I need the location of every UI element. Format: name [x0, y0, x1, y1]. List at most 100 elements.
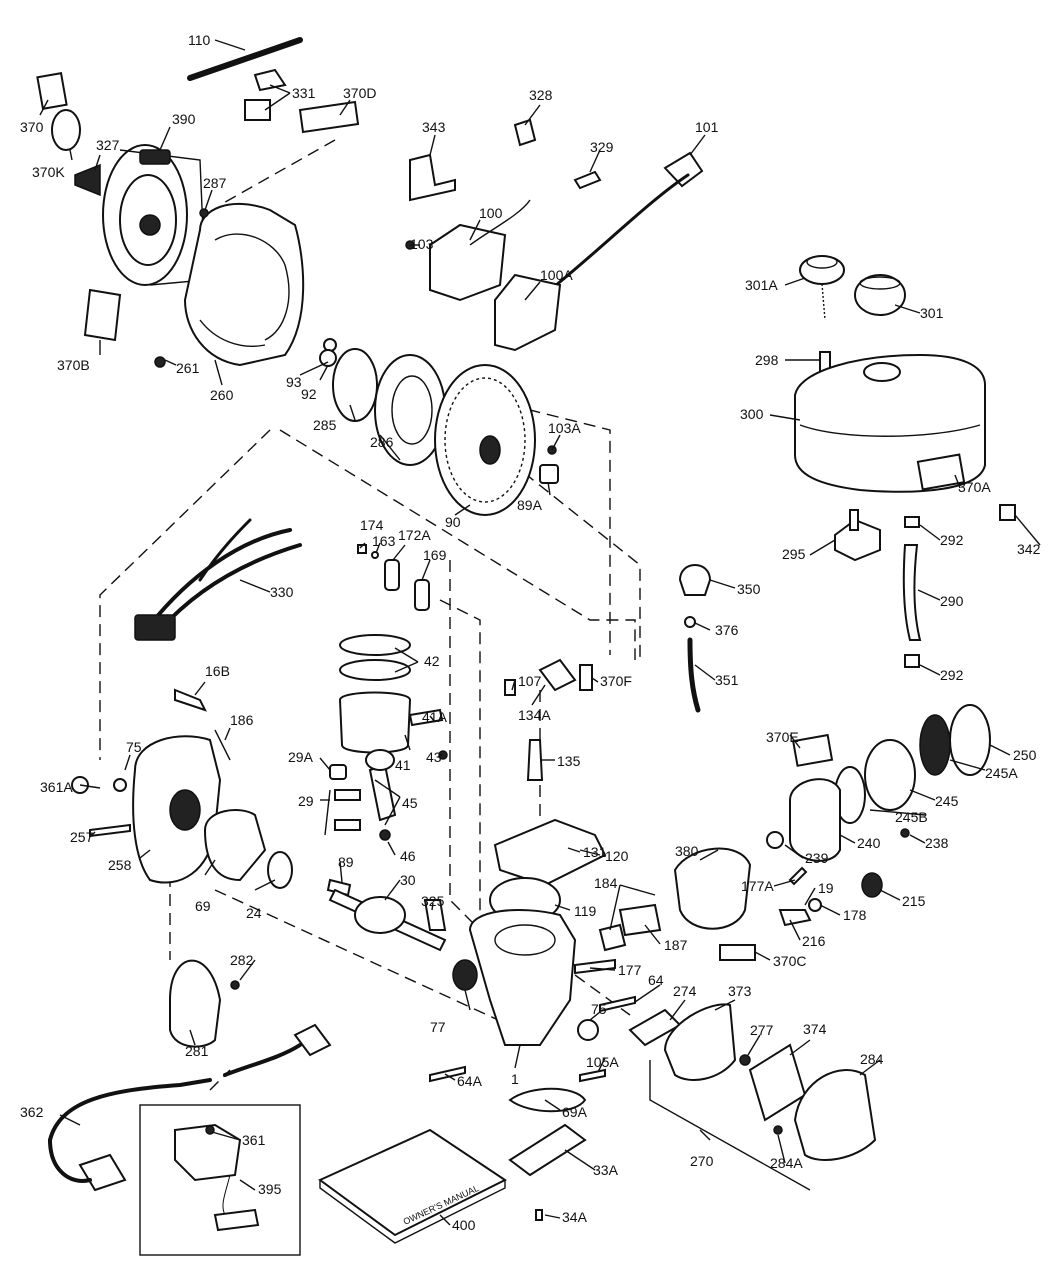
screw-46	[379, 829, 391, 841]
label-101: 101	[695, 119, 719, 135]
cap-301A	[799, 255, 845, 285]
switch-331	[253, 68, 287, 92]
label-328: 328	[529, 87, 553, 103]
muffler-shield-373	[663, 1003, 737, 1081]
label-174: 174	[360, 517, 384, 533]
washer-92	[319, 349, 337, 367]
carburetor-380	[673, 847, 752, 930]
label-69: 69	[195, 898, 211, 914]
label-330: 330	[270, 584, 294, 600]
label-75-left: 75	[126, 739, 142, 755]
label-325: 325	[421, 893, 445, 909]
bearing-29	[334, 789, 361, 831]
muffler-group	[628, 1003, 877, 1191]
ring-42-top	[339, 634, 411, 656]
label-351: 351	[715, 672, 739, 688]
label-287: 287	[203, 175, 227, 191]
label-16B: 16B	[205, 663, 230, 679]
label-238: 238	[925, 835, 949, 851]
label-343: 343	[422, 119, 446, 135]
label-250: 250	[1013, 747, 1037, 763]
label-77: 77	[430, 1019, 446, 1035]
fuel-tank-group	[794, 255, 1016, 668]
label-290: 290	[940, 593, 964, 609]
decal-370C	[719, 944, 756, 961]
link-216	[778, 909, 812, 927]
label-177A: 177A	[741, 878, 774, 894]
insulator-184	[598, 923, 627, 952]
label-29A: 29A	[288, 749, 314, 765]
switch-395	[213, 1208, 260, 1232]
air-cleaner-base-240	[789, 778, 841, 862]
decal-370A	[916, 453, 966, 491]
clamp-292-top	[904, 516, 920, 528]
label-103A: 103A	[548, 420, 581, 436]
bracket-325	[423, 899, 447, 931]
wire-harness-330	[134, 518, 302, 641]
label-45: 45	[402, 795, 418, 811]
label-92: 92	[301, 386, 317, 402]
label-270: 270	[690, 1153, 714, 1169]
crankcase-cover-group	[71, 688, 293, 889]
label-370K: 370K	[32, 164, 65, 180]
label-277: 277	[750, 1022, 774, 1038]
label-298: 298	[755, 352, 779, 368]
cylinder-block-1	[468, 909, 577, 1046]
label-163: 163	[372, 533, 396, 549]
label-89: 89	[338, 854, 354, 870]
muffler-guard-284	[793, 1069, 877, 1161]
seal-75	[113, 778, 127, 792]
label-292-bottom: 292	[940, 667, 964, 683]
label-295: 295	[782, 546, 806, 562]
label-329: 329	[590, 139, 614, 155]
label-284: 284	[860, 1051, 884, 1067]
starter-cup-285	[332, 348, 378, 422]
plate-33A	[508, 1123, 587, 1177]
label-110: 110	[188, 32, 211, 48]
coil-100A	[494, 273, 562, 352]
decal-370F	[579, 664, 593, 691]
label-135: 135	[557, 753, 581, 769]
primer-line-351	[687, 637, 701, 713]
label-284A: 284A	[770, 1155, 803, 1171]
clip-328	[513, 118, 537, 147]
stud-177	[574, 958, 616, 975]
cover-250	[949, 704, 991, 776]
label-69A: 69A	[562, 1104, 588, 1120]
clip-329	[573, 170, 602, 190]
label-29: 29	[298, 793, 314, 809]
label-370F: 370F	[600, 673, 632, 689]
label-172A: 172A	[398, 527, 431, 543]
label-374: 374	[803, 1021, 827, 1037]
spark-plug-135	[526, 739, 544, 781]
gasket-69	[203, 809, 267, 882]
o-ring-370K	[51, 109, 81, 151]
label-286: 286	[370, 434, 394, 450]
filter-245	[864, 739, 916, 811]
lower-left-group	[48, 959, 332, 1256]
label-331: 331	[292, 85, 316, 101]
label-177: 177	[618, 962, 642, 978]
screw-107	[504, 679, 516, 696]
grommet-376	[684, 616, 696, 628]
label-245B: 245B	[895, 809, 928, 825]
plug-362	[293, 1023, 332, 1057]
label-260: 260	[210, 387, 234, 403]
decal-370E	[792, 733, 834, 767]
label-41A: 41A	[422, 709, 448, 725]
label-240: 240	[857, 835, 881, 851]
cylinder-group	[357, 544, 712, 1221]
screw-282	[230, 980, 240, 990]
blower-housing-260	[154, 202, 305, 368]
starter-rope-handle-390	[139, 149, 171, 165]
gasket-69A	[508, 1087, 587, 1113]
ring-42-bottom	[339, 659, 411, 681]
label-239: 239	[805, 850, 829, 866]
label-30: 30	[400, 872, 416, 888]
bolt-257	[89, 823, 131, 838]
label-215: 215	[902, 893, 926, 909]
bracket-16B	[174, 688, 207, 712]
ignition-module-100	[429, 223, 507, 302]
knob-215	[861, 872, 883, 898]
bearing-24	[267, 851, 293, 889]
